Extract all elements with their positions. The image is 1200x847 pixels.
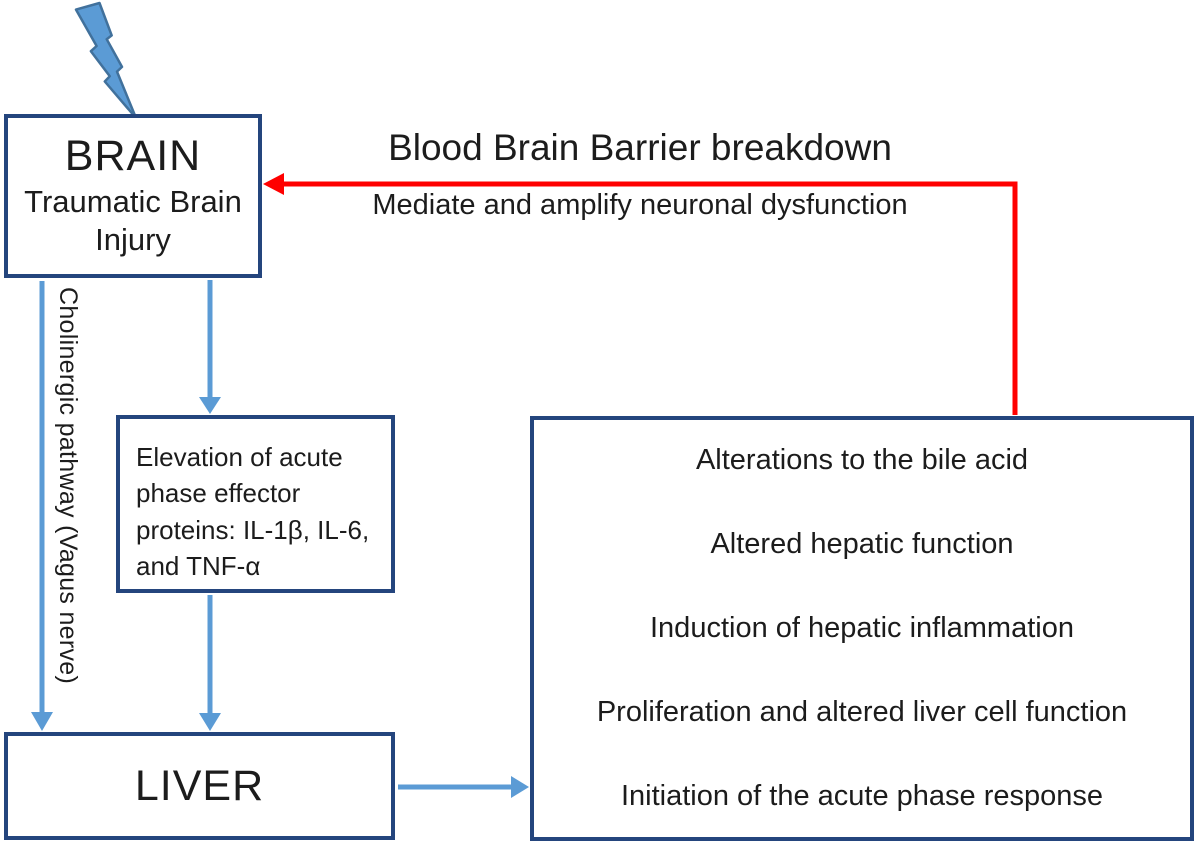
elevation-to-liver-arrowhead [199,713,221,731]
lightning-bolt-icon [74,1,138,120]
liver-to-effects-arrowhead [511,776,529,798]
brain-to-elevation-arrowhead [199,397,221,414]
effects-item-hepatic-function: Altered hepatic function [710,527,1014,560]
effects-item-bile-acid: Alterations to the bile acid [695,444,1029,476]
effects-item-liver-cell-function: Proliferation and altered liver cell fun… [596,695,1128,728]
brain-box-title: BRAIN [64,131,202,180]
cholinergic-pathway-label: Cholinergic pathway (Vagus nerve) [54,287,82,685]
effects-item-acute-phase-response: Initiation of the acute phase response [620,779,1104,812]
elevation-box-text: Elevation of acute phase effector protei… [136,442,370,582]
liver-box-title: LIVER [134,761,265,810]
elevation-box: Elevation of acute phase effector protei… [116,415,395,593]
effects-item-hepatic-inflammation: Induction of hepatic inflammation [650,611,1074,644]
liver-box: LIVER [4,732,395,840]
brain-box: BRAIN Traumatic Brain Injury [4,114,262,278]
vagus-arrowhead [31,712,53,731]
hepatic-effects-box: Alterations to the bile acid Altered hep… [530,416,1194,841]
bbb-breakdown-title: Blood Brain Barrier breakdown [388,127,892,168]
bbb-breakdown-subtitle: Mediate and amplify neuronal dysfunction [372,189,908,221]
brain-box-subtitle: Traumatic Brain Injury [24,183,242,257]
